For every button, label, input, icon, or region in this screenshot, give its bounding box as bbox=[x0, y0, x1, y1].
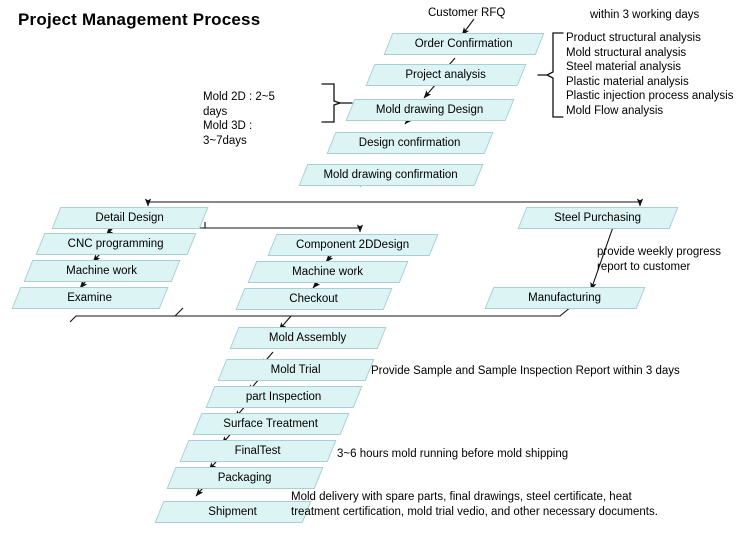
node-examine[interactable]: Examine bbox=[11, 287, 169, 309]
node-detail-design[interactable]: Detail Design bbox=[51, 207, 209, 229]
node-order-confirmation[interactable]: Order Confirmation bbox=[383, 33, 545, 55]
node-checkout[interactable]: Checkout bbox=[235, 288, 393, 310]
annotation-within-3-working-days: within 3 working days bbox=[590, 9, 700, 21]
node-label: Surface Treatment bbox=[223, 418, 318, 430]
node-mold-trial[interactable]: Mold Trial bbox=[217, 359, 375, 381]
node-label: Mold Trial bbox=[270, 364, 321, 376]
node-shipment[interactable]: Shipment bbox=[154, 501, 312, 523]
page-title: Project Management Process bbox=[18, 10, 261, 29]
annotation-mold-duration: Mold 2D : 2~5 days Mold 3D : 3~7days bbox=[203, 91, 275, 147]
node-label: Checkout bbox=[289, 293, 338, 305]
node-final-test[interactable]: FinalTest bbox=[179, 440, 337, 462]
node-label: Order Confirmation bbox=[414, 38, 513, 50]
node-cnc-programming[interactable]: CNC programming bbox=[35, 233, 197, 255]
node-surface-treatment[interactable]: Surface Treatment bbox=[192, 413, 350, 435]
node-label: part Inspection bbox=[245, 391, 322, 403]
node-label: Mold drawing Design bbox=[375, 104, 484, 116]
annotation-weekly-report: provide weekly progress report to custom… bbox=[597, 246, 722, 273]
annotation-analysis-list: Product structural analysis Mold structu… bbox=[566, 32, 734, 117]
node-machine-work-mid[interactable]: Machine work bbox=[247, 261, 409, 283]
annotation-sample-report: Provide Sample and Sample Inspection Rep… bbox=[371, 365, 680, 377]
node-label: Packaging bbox=[217, 472, 272, 484]
node-steel-purchasing[interactable]: Steel Purchasing bbox=[517, 207, 679, 229]
node-label: Mold drawing confirmation bbox=[323, 169, 458, 181]
node-project-analysis[interactable]: Project analysis bbox=[365, 64, 527, 86]
node-machine-work-left[interactable]: Machine work bbox=[23, 260, 181, 282]
node-label: Project analysis bbox=[405, 69, 486, 81]
annotation-delivery-note: Mold delivery with spare parts, final dr… bbox=[291, 491, 658, 518]
node-label: Steel Purchasing bbox=[554, 212, 642, 224]
node-packaging[interactable]: Packaging bbox=[166, 467, 324, 489]
node-mold-drawing-confirmation[interactable]: Mold drawing confirmation bbox=[298, 164, 484, 186]
node-label: CNC programming bbox=[67, 238, 164, 250]
annotation-mold-running: 3~6 hours mold running before mold shipp… bbox=[337, 448, 569, 460]
node-label: Mold Assembly bbox=[268, 332, 347, 344]
node-label: Machine work bbox=[292, 266, 364, 278]
node-design-confirmation[interactable]: Design confirmation bbox=[326, 132, 494, 154]
node-part-inspection[interactable]: part Inspection bbox=[205, 386, 363, 408]
node-label: Detail Design bbox=[95, 212, 164, 224]
node-label: Shipment bbox=[208, 506, 257, 518]
node-label: FinalTest bbox=[234, 445, 281, 457]
node-label: Component 2DDesign bbox=[296, 239, 410, 251]
node-label: Manufacturing bbox=[528, 292, 602, 304]
node-label: Machine work bbox=[66, 265, 138, 277]
node-manufacturing[interactable]: Manufacturing bbox=[484, 287, 646, 309]
node-component-2d-design[interactable]: Component 2DDesign bbox=[267, 234, 439, 256]
annotation-customer-rfq: Customer RFQ bbox=[428, 7, 506, 19]
node-label: Design confirmation bbox=[358, 137, 461, 149]
node-mold-assembly[interactable]: Mold Assembly bbox=[229, 327, 387, 349]
node-label: Examine bbox=[67, 292, 112, 304]
node-mold-drawing-design[interactable]: Mold drawing Design bbox=[345, 99, 515, 121]
